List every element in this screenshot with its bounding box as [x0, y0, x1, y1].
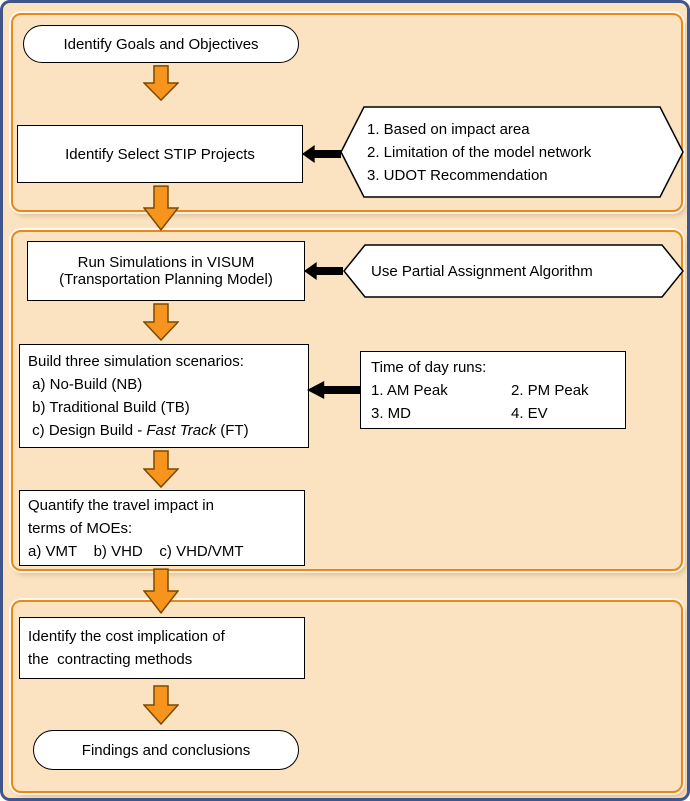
hexagon-shape [340, 106, 684, 198]
moe-line1: Quantify the travel impact in [28, 496, 214, 514]
visum-box: Run Simulations in VISUM (Transportation… [27, 241, 305, 301]
moe-line2: terms of MOEs: [28, 519, 133, 537]
left-arrow-icon [304, 262, 343, 280]
goals-box: Identify Goals and Objectives [23, 25, 299, 63]
cost-line1: Identify the cost implication of [28, 628, 225, 645]
time-of-day-item: 4. EV [511, 404, 548, 422]
down-arrow-icon [143, 450, 179, 488]
down-arrow-icon [143, 65, 179, 101]
moe-line3: a) VMT b) VHD c) VHD/VMT [28, 542, 244, 560]
cost-line2: the contracting methods [28, 651, 193, 668]
scenario-a: a) No-Build (NB) [28, 376, 143, 393]
algorithm-label: Use Partial Assignment Algorithm [371, 262, 593, 280]
criteria-item: 3. UDOT Recommendation [367, 166, 548, 184]
criteria-item: 1. Based on impact area [367, 120, 530, 138]
stip-box: Identify Select STIP Projects [17, 125, 303, 183]
stip-criteria-callout: 1. Based on impact area 2. Limitation of… [340, 106, 684, 198]
down-arrow-icon [143, 568, 179, 614]
cost-box: Identify the cost implication of the con… [19, 617, 305, 679]
scenario-c: c) Design Build - Fast Track (FT) [28, 422, 249, 439]
fast-track-label: Fast Track [146, 422, 217, 439]
down-arrow-icon [143, 685, 179, 725]
visum-line1: Run Simulations in VISUM [77, 254, 255, 271]
algorithm-callout: Use Partial Assignment Algorithm [343, 244, 684, 298]
goals-label: Identify Goals and Objectives [63, 35, 259, 53]
findings-box: Findings and conclusions [33, 730, 299, 770]
time-of-day-title: Time of day runs: [371, 358, 487, 376]
time-of-day-item: 1. AM Peak [371, 381, 448, 399]
left-arrow-icon [307, 381, 360, 399]
scenario-b: b) Traditional Build (TB) [28, 399, 190, 416]
time-of-day-item: 3. MD [371, 404, 412, 422]
down-arrow-icon [143, 185, 179, 231]
time-of-day-item: 2. PM Peak [511, 381, 589, 399]
hexagon-shape [343, 244, 684, 298]
scenarios-title: Build three simulation scenarios: [28, 353, 244, 370]
scenarios-box: Build three simulation scenarios: a) No-… [19, 344, 309, 448]
criteria-item: 2. Limitation of the model network [367, 143, 592, 161]
moe-box: Quantify the travel impact in terms of M… [19, 490, 305, 566]
visum-line2: (Transportation Planning Model) [59, 271, 273, 288]
down-arrow-icon [143, 303, 179, 341]
stip-label: Identify Select STIP Projects [65, 145, 255, 163]
findings-label: Findings and conclusions [81, 741, 251, 759]
left-arrow-icon [302, 145, 341, 163]
time-of-day-box: Time of day runs: 1. AM Peak 2. PM Peak … [360, 351, 626, 429]
